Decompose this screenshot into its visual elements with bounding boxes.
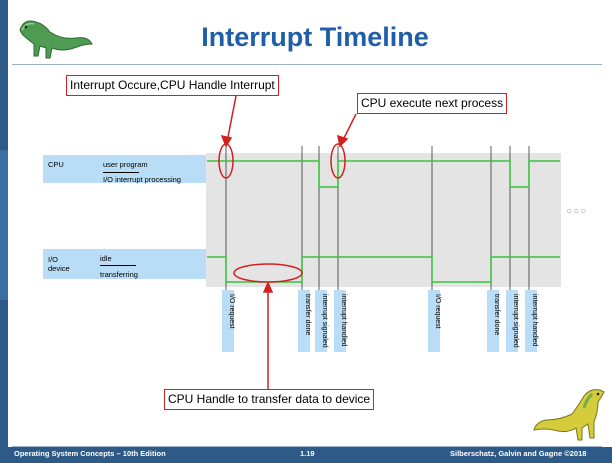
page-title: Interrupt Timeline bbox=[201, 22, 429, 52]
cpu-label: CPU bbox=[48, 160, 64, 169]
io-idle-label: idle bbox=[100, 254, 112, 263]
event-label: I/O request bbox=[434, 294, 441, 329]
event-strip bbox=[298, 290, 310, 352]
event-strip bbox=[506, 290, 518, 352]
event-label: transfer done bbox=[304, 294, 311, 336]
event-strip bbox=[222, 290, 234, 352]
interrupt-callout: Interrupt Occure,CPU Handle Interrupt bbox=[66, 75, 279, 96]
interrupt-arrow bbox=[226, 95, 237, 143]
event-strip bbox=[428, 290, 440, 352]
transfer-callout: CPU Handle to transfer data to device bbox=[164, 389, 375, 410]
next-process-callout: CPU execute next process bbox=[357, 93, 508, 114]
event-strip bbox=[315, 290, 327, 352]
event-label: transfer done bbox=[493, 294, 500, 336]
interrupt-arrowhead bbox=[220, 134, 233, 148]
cpu-band bbox=[43, 155, 206, 183]
io-label-divider bbox=[100, 265, 136, 266]
cpu-signal-line bbox=[207, 160, 560, 188]
transfer-highlight-ellipse bbox=[233, 263, 303, 283]
io-label: I/O bbox=[48, 255, 59, 264]
continuation-dots-icon: ○○○ bbox=[566, 206, 588, 217]
title-divider bbox=[12, 64, 602, 65]
cpu-interrupt-processing-label: I/O interrupt processing bbox=[103, 175, 181, 184]
io-transferring-label: transferring bbox=[100, 270, 138, 279]
next-process-highlight-ellipse bbox=[330, 143, 346, 179]
footer-divider bbox=[12, 446, 602, 447]
event-label: interrupt signaled bbox=[321, 294, 328, 348]
dinosaur-icon bbox=[533, 389, 605, 441]
event-strip bbox=[487, 290, 499, 352]
footer-authors: Silberschatz, Galvin and Gagne ©2018 bbox=[450, 449, 587, 458]
event-label: interrupt signaled bbox=[512, 294, 519, 348]
event-strip bbox=[525, 290, 537, 352]
transfer-arrowhead bbox=[262, 281, 274, 293]
event-label: interrupt handled bbox=[531, 294, 538, 347]
io-signal-line bbox=[207, 256, 560, 283]
event-label: I/O request bbox=[228, 294, 235, 329]
cpu-user-program-label: user program bbox=[103, 160, 148, 169]
event-label: interrupt handled bbox=[340, 294, 347, 347]
io-label-device: device bbox=[48, 264, 70, 273]
event-lines bbox=[225, 146, 530, 352]
left-bar bbox=[0, 0, 8, 463]
event-strip bbox=[334, 290, 346, 352]
footer-book-title: Operating System Concepts – 10th Edition bbox=[14, 449, 166, 458]
footer-page-number: 1.19 bbox=[300, 449, 315, 458]
dinosaur-icon bbox=[19, 20, 93, 59]
footer-bar bbox=[8, 447, 612, 463]
io-band bbox=[43, 249, 206, 279]
next-process-arrowhead bbox=[337, 134, 349, 148]
left-bar-segment bbox=[0, 150, 8, 300]
cpu-label-divider bbox=[103, 172, 139, 173]
